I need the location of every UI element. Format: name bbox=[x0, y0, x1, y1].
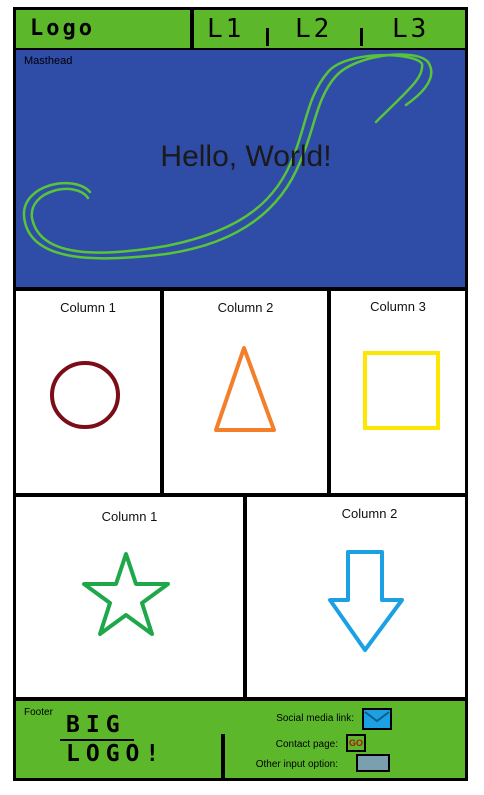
other-input-label: Other input option: bbox=[255, 759, 338, 770]
nav-divider bbox=[360, 28, 363, 46]
footer-big-logo-line2[interactable]: LOGO! bbox=[66, 741, 166, 767]
nav-link-l1[interactable]: L1 bbox=[207, 14, 245, 44]
triangle-icon bbox=[214, 346, 276, 432]
footer-label: Footer bbox=[24, 707, 53, 718]
square-icon bbox=[363, 351, 440, 430]
masthead bbox=[16, 50, 465, 287]
social-media-icon[interactable] bbox=[361, 707, 393, 731]
row2-column-2-title: Column 2 bbox=[341, 506, 398, 521]
masthead-squiggle-graphic bbox=[22, 53, 433, 260]
row1-column-2 bbox=[164, 291, 327, 493]
down-arrow-icon bbox=[328, 550, 404, 652]
row1-column-3-title: Column 3 bbox=[370, 299, 426, 314]
nav-link-l2[interactable]: L2 bbox=[295, 14, 333, 44]
social-media-label: Social media link: bbox=[276, 713, 354, 724]
big-logo-underline bbox=[60, 739, 134, 741]
contact-go-button[interactable]: GO bbox=[346, 734, 366, 752]
header-logo[interactable]: Logo bbox=[30, 16, 95, 41]
row2-column-1-title: Column 1 bbox=[101, 509, 158, 524]
nav-link-l3[interactable]: L3 bbox=[392, 14, 430, 44]
row1-column-1 bbox=[16, 291, 160, 493]
circle-icon bbox=[50, 361, 120, 429]
nav-divider bbox=[266, 28, 269, 46]
footer-big-logo-line1[interactable]: BIG bbox=[66, 712, 126, 738]
other-input-field[interactable] bbox=[356, 754, 390, 772]
header-bar bbox=[16, 10, 465, 48]
row2-column-1 bbox=[16, 497, 243, 697]
row1-column-2-title: Column 2 bbox=[217, 300, 274, 315]
footer-divider bbox=[221, 734, 225, 778]
row1-column-1-title: Column 1 bbox=[60, 300, 116, 315]
row1-column-3 bbox=[331, 291, 465, 493]
header-divider bbox=[190, 10, 194, 48]
masthead-heading: Hello, World! bbox=[160, 140, 332, 173]
masthead-label: Masthead bbox=[24, 55, 73, 67]
contact-page-label: Contact page: bbox=[275, 739, 338, 750]
row2-column-2 bbox=[247, 497, 465, 697]
star-icon bbox=[82, 552, 170, 636]
